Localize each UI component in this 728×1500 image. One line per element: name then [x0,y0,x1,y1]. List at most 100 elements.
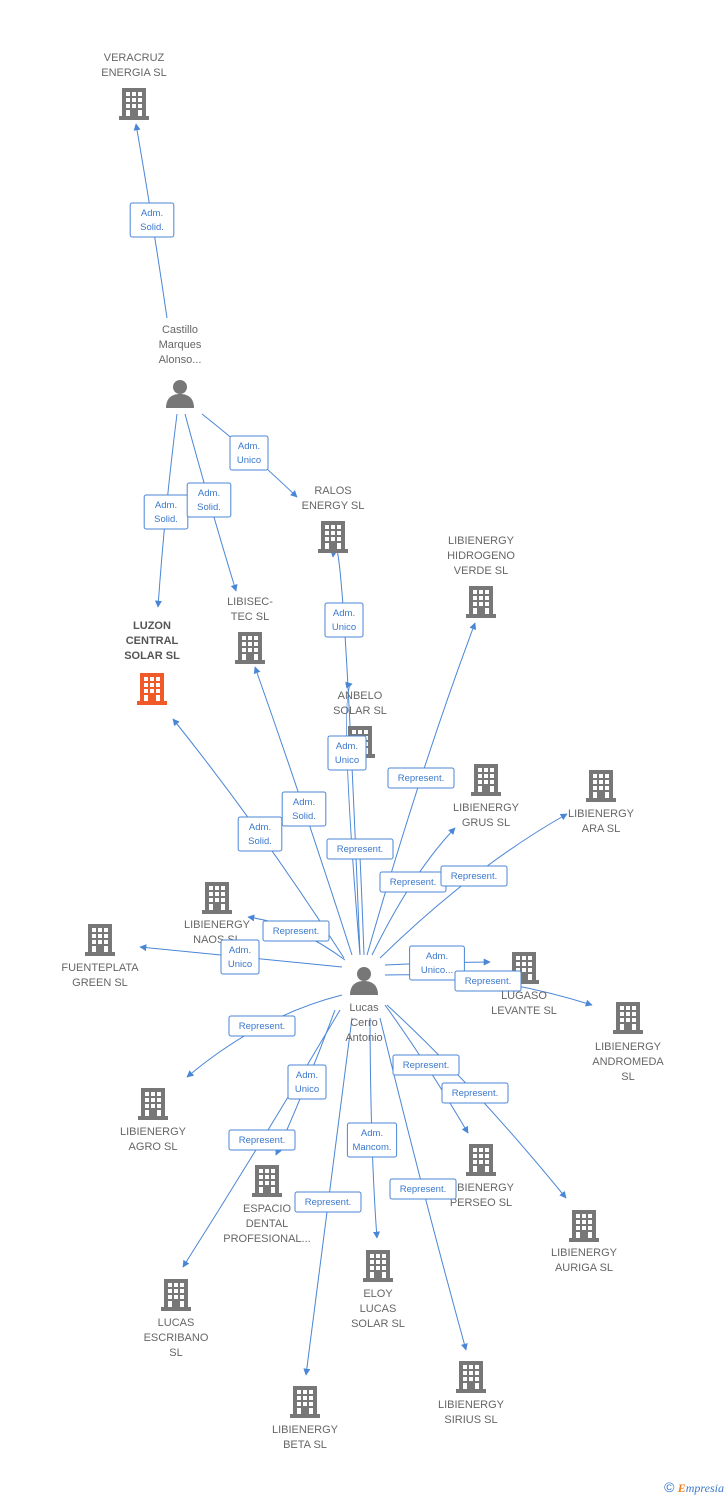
building-icon [363,1250,393,1282]
relation-label-text: Unico [237,455,261,466]
relation-label[interactable]: Represent. [379,871,447,893]
relation-label[interactable]: Adm.Unico [324,602,364,638]
relation-label-box [326,838,394,860]
relation-label[interactable]: Represent. [454,970,522,992]
relation-label[interactable]: Represent. [440,865,508,887]
node-label: SOLAR SL [124,650,180,662]
relation-label[interactable]: Represent. [441,1082,509,1104]
relation-label-text: Solid. [154,514,178,525]
relation-label-text: Solid. [197,502,221,513]
relation-label[interactable]: Represent. [326,838,394,860]
node-agro[interactable]: LIBIENERGY AGRO SL [120,1088,187,1153]
building-icon [290,1386,320,1418]
relation-label[interactable]: Represent. [228,1129,296,1151]
node-label: LIBIENERGY [551,1247,618,1259]
node-label: ANBELO [338,690,383,702]
relation-label[interactable]: Represent. [387,767,455,789]
relation-label-box [229,435,269,471]
relation-label-box [262,920,330,942]
relation-label[interactable]: Represent. [262,920,330,942]
node-label: ELOY [363,1288,393,1300]
relation-label[interactable]: Adm.Unico [229,435,269,471]
relation-label-box [237,816,283,852]
relation-label[interactable]: Adm. Solid. [186,482,232,518]
relation-label[interactable]: Represent. [294,1191,362,1213]
building-icon [138,1088,168,1120]
node-sirius[interactable]: LIBIENERGY SIRIUS SL [438,1361,505,1426]
relation-label-box [186,482,232,518]
node-label: SIRIUS SL [444,1414,497,1426]
relation-label[interactable]: Adm.Unico [287,1064,327,1100]
building-icon [466,586,496,618]
node-label: SL [169,1347,182,1359]
node-label: Alonso... [159,354,202,366]
node-auriga[interactable]: LIBIENERGY AURIGA SL [551,1210,618,1274]
relation-label[interactable]: Represent. [389,1178,457,1200]
relation-label-text: Unico [295,1084,319,1095]
relation-label[interactable]: Adm.Unico [327,735,367,771]
brand-initial: E [677,1481,686,1495]
relation-label[interactable]: Adm.Mancom. [346,1122,398,1158]
relation-label-box [287,1064,327,1100]
relation-label[interactable]: Adm.Solid. [129,202,175,238]
node-label: AGRO SL [129,1141,178,1153]
relation-label[interactable]: Represent. [392,1054,460,1076]
node-label: LUZON [133,620,171,632]
node-label: LIBIENERGY [120,1126,187,1138]
node-label: SOLAR SL [351,1318,405,1330]
relation-label[interactable]: Represent. [228,1015,296,1037]
node-luzon[interactable]: LUZON CENTRAL SOLAR SL [124,620,180,705]
building-icon [569,1210,599,1242]
node-castillo[interactable]: CastilloMarquesAlonso... [159,324,202,408]
brand-name: mpresia [685,1481,724,1495]
relation-label-text: Represent. [337,844,383,855]
relation-label-box [409,945,465,981]
node-label: GREEN SL [72,977,128,989]
edge-lucas-extra [359,856,365,956]
relation-label-box [228,1129,296,1151]
node-espacio[interactable]: ESPACIODENTALPROFESIONAL... [223,1165,311,1245]
relation-label-text: Adm. [426,951,448,962]
empresia-logo: © Empresia [664,1479,724,1496]
node-label: SL [621,1071,634,1083]
relation-label[interactable]: Adm.Unico [220,939,260,975]
relation-label-box [389,1178,457,1200]
relation-label[interactable]: Adm.Unico... [409,945,465,981]
node-label: VERACRUZ [104,52,165,64]
node-libisec[interactable]: LIBISEC-TEC SL [227,596,273,664]
relation-label[interactable]: Adm.Solid. [237,816,283,852]
relation-label-text: Adm. [361,1128,383,1139]
relation-label[interactable]: Adm.Solid. [281,791,327,827]
relation-label-box [387,767,455,789]
node-label: BETA SL [283,1439,327,1451]
node-label: LIBIENERGY [438,1399,505,1411]
edge-line [359,856,365,956]
relation-label-text: Represent. [400,1184,446,1195]
relation-label-text: Adm. [198,488,220,499]
building-icon [471,764,501,796]
node-label: CENTRAL [126,635,179,647]
node-label: ANDROMEDA [592,1056,664,1068]
relation-label[interactable]: Adm.Solid. [143,494,189,530]
relation-label-box [228,1015,296,1037]
node-label: ARA SL [582,823,621,835]
relation-label-box [294,1191,362,1213]
node-label: AURIGA SL [555,1262,613,1274]
node-label: LEVANTE SL [491,1005,557,1017]
